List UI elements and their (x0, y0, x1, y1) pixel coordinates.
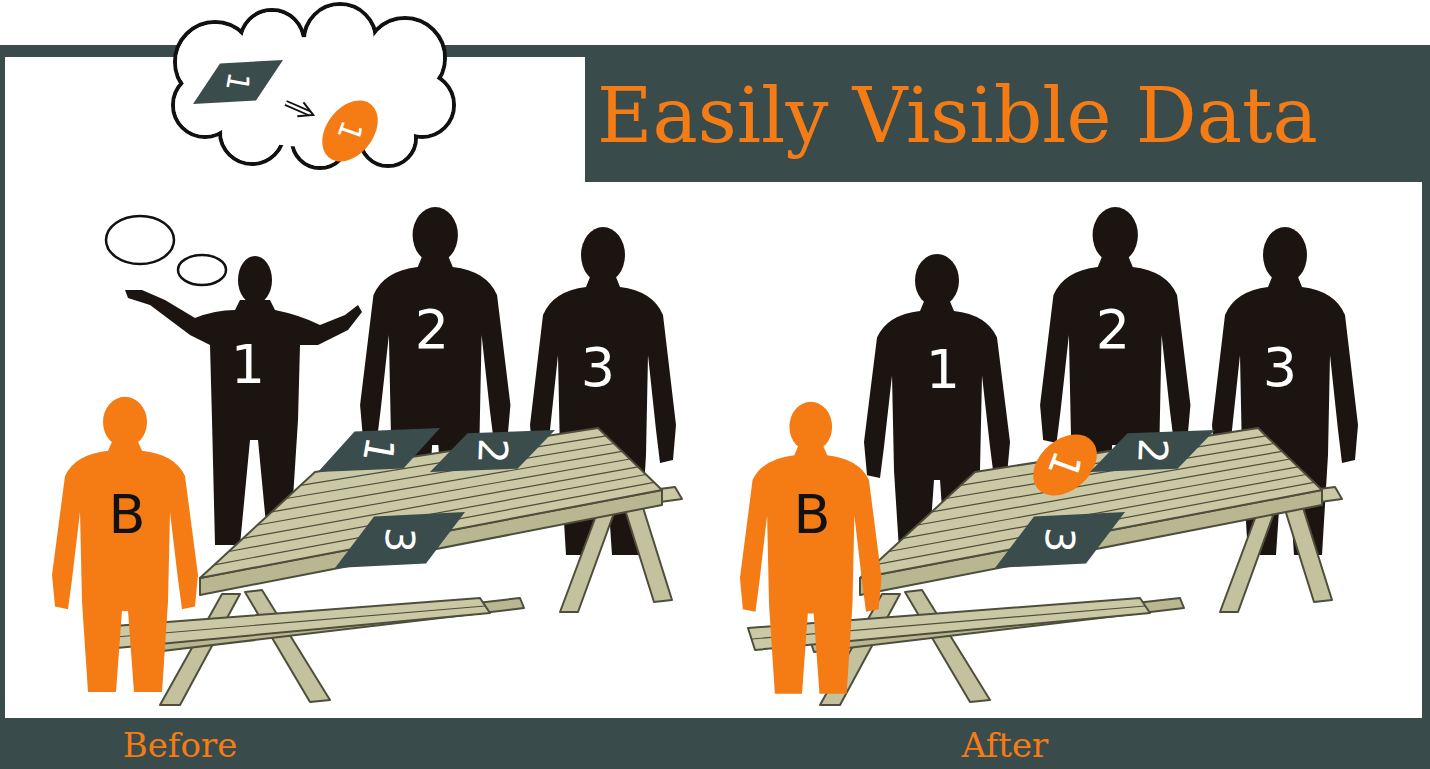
person-number: 1 (231, 338, 265, 392)
card-fill (318, 428, 440, 472)
card-number: 2 (472, 438, 513, 465)
person-number: B (108, 488, 145, 542)
card-number: 3 (1040, 527, 1081, 554)
person-silhouette: B (788, 484, 835, 546)
card-fill (995, 512, 1125, 568)
card-number: 3 (380, 527, 421, 554)
data-card: 3 (995, 512, 1125, 568)
data-oval: 1 (1026, 430, 1104, 500)
data-card: 2 (1090, 430, 1215, 472)
diagram-title: Easily Visible Data (597, 78, 1318, 154)
person-number: 3 (1263, 341, 1297, 395)
data-oval: 1 (316, 96, 384, 166)
data-card: 2 (430, 430, 555, 472)
person-silhouette: 2 (1091, 299, 1135, 361)
person-silhouette: 3 (576, 337, 620, 399)
card-fill (1090, 430, 1215, 472)
person-silhouette: 2 (410, 299, 454, 361)
arrow-head (297, 102, 313, 116)
card-fill (193, 60, 283, 104)
person-number: B (793, 488, 830, 542)
panel-label: Before (123, 728, 238, 762)
card-fill (335, 512, 465, 568)
data-card: 1 (193, 60, 283, 104)
card-fill (311, 89, 389, 172)
person-number: 2 (1096, 303, 1130, 357)
person-number: 2 (415, 303, 449, 357)
card-fill (430, 430, 555, 472)
card-fill (1020, 423, 1110, 506)
arrow-connector (286, 102, 314, 116)
data-card: 3 (335, 512, 465, 568)
card-number: 2 (1132, 438, 1173, 465)
person-silhouette: 3 (1258, 337, 1302, 399)
person-number: 1 (926, 343, 960, 397)
person-silhouette: 1 (226, 334, 270, 396)
person-silhouette: B (103, 484, 150, 546)
data-card: 1 (318, 428, 440, 472)
person-number: 3 (581, 341, 615, 395)
person-silhouette: 1 (921, 339, 965, 401)
panel-label: After (962, 728, 1049, 762)
